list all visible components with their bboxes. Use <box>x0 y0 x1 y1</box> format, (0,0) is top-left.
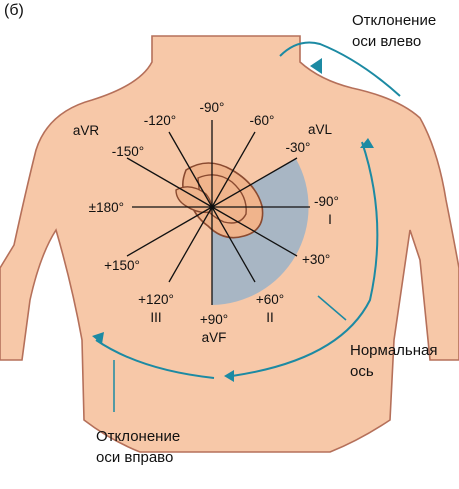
lead-label-avr: aVR <box>73 123 100 138</box>
right-deviation-line-2: оси вправо <box>96 447 180 468</box>
lead-label-avl: aVL <box>308 122 333 137</box>
label-p150: +150° <box>104 258 140 273</box>
label-m30: -30° <box>286 140 311 155</box>
left-deviation-line-2: оси влево <box>352 31 436 52</box>
label-m150: -150° <box>112 144 144 159</box>
normal-axis-line-2: ось <box>350 361 438 382</box>
label-p60: +60° <box>256 292 284 307</box>
lead-label-i: I <box>328 212 332 227</box>
right-deviation-line-1: Отклонение <box>96 426 180 447</box>
lead-label-avf: aVF <box>202 330 227 345</box>
lead-label-iii: III <box>150 310 161 325</box>
label-m120: -120° <box>144 113 176 128</box>
left-deviation-line-1: Отклонение <box>352 10 436 31</box>
right-deviation-annotation: Отклонение оси вправо <box>96 426 180 468</box>
label-p120: +120° <box>138 292 174 307</box>
label-m60: -60° <box>250 113 275 128</box>
lead-label-ii: II <box>266 310 274 325</box>
normal-axis-line-1: Нормальная <box>350 340 438 361</box>
label-p30: +30° <box>302 252 330 267</box>
panel-label: (б) <box>4 0 24 21</box>
normal-axis-annotation: Нормальная ось <box>350 340 438 382</box>
label-m90: -90° <box>200 100 225 115</box>
left-deviation-annotation: Отклонение оси влево <box>352 10 436 52</box>
label-p90: +90° <box>200 312 228 327</box>
label-right-m90: -90° <box>314 194 339 209</box>
label-180: ±180° <box>89 200 124 215</box>
